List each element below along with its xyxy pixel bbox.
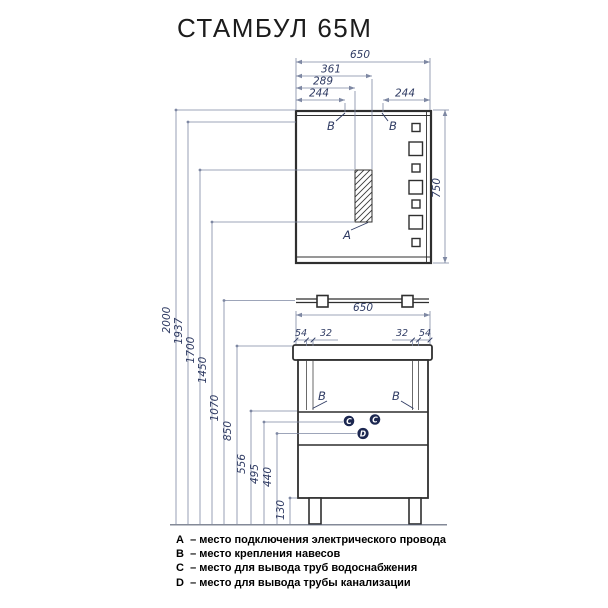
- drain-marker: [357, 427, 369, 440]
- mirror-height-dim: [433, 109, 449, 264]
- svg-text:D: D: [360, 429, 366, 438]
- dim-h-440: 440: [262, 467, 274, 487]
- plumbing-markers: C C D: [343, 414, 381, 440]
- dim-h-1937: 1937: [173, 317, 185, 344]
- dim-cabinet-54-right: 54: [419, 328, 431, 339]
- dim-h-1700: 1700: [185, 336, 197, 363]
- marker-a-outlet: A: [342, 228, 351, 242]
- svg-text:C: C: [346, 417, 352, 426]
- dim-mirror-750: 750: [431, 178, 443, 198]
- dim-mirror-289: 289: [313, 76, 333, 88]
- water-supply-marker-right: [369, 414, 381, 425]
- height-dims: [174, 108, 357, 524]
- dim-h-556: 556: [236, 454, 248, 474]
- cabinet-width-dims: [293, 311, 433, 346]
- svg-text:C: C: [372, 415, 378, 424]
- dim-h-2000: 2000: [161, 306, 173, 333]
- legend-item-b: B – место крепления навесов: [176, 548, 341, 561]
- dim-h-130: 130: [275, 500, 287, 520]
- legend-item-c: C – место для вывода труб водоснабжения: [176, 562, 418, 575]
- dim-cabinet-54-left: 54: [295, 328, 307, 339]
- legend-item-d: D – место для вывода трубы канализации: [176, 576, 411, 589]
- marker-b-mirror-right: B: [389, 119, 397, 133]
- marker-b-cabinet-left: B: [318, 389, 326, 403]
- marker-b-cabinet-right: B: [392, 389, 400, 403]
- dim-mirror-244-right: 244: [395, 88, 415, 100]
- mirror-width-dims: [295, 58, 431, 169]
- vanity-legs: [308, 497, 422, 525]
- dim-mirror-361: 361: [321, 64, 341, 76]
- page-title: СТАМБУЛ 65М: [177, 13, 373, 43]
- dim-h-1070: 1070: [209, 394, 221, 421]
- cabinet-marker-leaders: [312, 400, 414, 409]
- legend-item-a: A – место подключения электрического про…: [176, 534, 446, 546]
- dim-cabinet-32-left: 32: [320, 328, 332, 339]
- dim-cabinet-650: 650: [353, 302, 373, 314]
- dim-mirror-244-left: 244: [309, 88, 329, 100]
- dim-h-850: 850: [222, 421, 234, 441]
- outlet-hatch: [354, 169, 373, 223]
- dim-cabinet-32-right: 32: [396, 328, 408, 339]
- water-supply-marker-left: [343, 415, 355, 427]
- marker-b-mirror-left: B: [327, 119, 335, 133]
- vanity-cabinet: [292, 344, 433, 499]
- dim-h-1450: 1450: [197, 356, 209, 383]
- legend: A – место подключения электрического про…: [176, 533, 446, 590]
- mirror-marker-leaders: [335, 112, 389, 231]
- decor-squares: [408, 122, 424, 248]
- dim-mirror-650: 650: [350, 49, 370, 61]
- shelf-rail: [296, 294, 429, 308]
- dim-h-495: 495: [249, 464, 261, 484]
